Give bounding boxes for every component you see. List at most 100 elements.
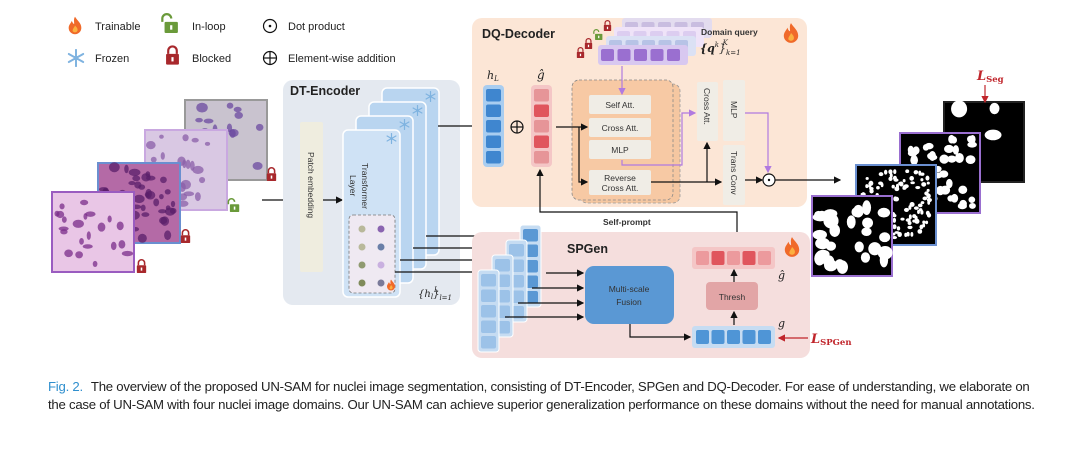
adapter-dot xyxy=(358,261,366,269)
cross-att-vertical-block xyxy=(697,82,718,141)
trans-conv-label: Trans Conv xyxy=(729,151,739,195)
encoder-title: DT-Encoder xyxy=(290,84,360,98)
feature-cell xyxy=(534,120,549,133)
mlp-vertical-block xyxy=(723,80,745,141)
unlocked-lock-icon xyxy=(161,13,179,33)
feature-cell xyxy=(486,151,501,164)
locked-lock-icon xyxy=(165,45,180,65)
architecture-diagram: Trainable In-loop Dot product Frozen Blo… xyxy=(51,13,1025,358)
snowflake-icon xyxy=(67,49,85,67)
g-label: g xyxy=(778,317,785,330)
legend-blocked: Blocked xyxy=(192,53,231,65)
reverse-label-2: Cross Att. xyxy=(602,183,639,193)
adapter-dot xyxy=(377,243,385,251)
legend-addition: Element-wise addition xyxy=(288,53,396,65)
cross-att-label: Cross Att. xyxy=(602,123,639,133)
reverse-label-1: Reverse xyxy=(604,173,636,183)
h-l-label: hL xyxy=(487,69,499,83)
cross-att-block xyxy=(589,118,651,137)
patch-embedding-label: Patch embedding xyxy=(306,152,316,218)
segmentation-mask xyxy=(811,195,893,277)
figure-caption: Fig. 2.The overview of the proposed UN-S… xyxy=(48,378,1038,414)
mlp-vertical-label: MLP xyxy=(729,101,739,119)
feature-cell xyxy=(696,251,709,265)
domain-adapter-box xyxy=(348,214,396,294)
g-features xyxy=(692,326,775,348)
spgen: SPGen Multi-scale Fusion Thresh ĝ g xyxy=(472,224,810,358)
feature-cell xyxy=(486,104,501,117)
self-att-label: Self Att. xyxy=(605,100,634,110)
locked-lock-icon xyxy=(136,259,147,273)
feature-cell xyxy=(534,89,549,102)
decoder-title: DQ-Decoder xyxy=(482,27,555,41)
feature-map xyxy=(477,269,500,353)
g-hat-features xyxy=(692,247,775,269)
g-hat-label: ĝ xyxy=(778,269,785,282)
encoder-features-label: {hl}l=1L xyxy=(418,286,452,302)
input-image xyxy=(51,191,135,273)
adapter-dot xyxy=(358,279,366,287)
g-hat-label: ĝ xyxy=(537,68,545,82)
legend-trainable: Trainable xyxy=(95,21,140,33)
unlocked-lock-icon xyxy=(227,198,240,212)
domain-query xyxy=(598,45,688,65)
transformer-label-2: Layer xyxy=(348,175,358,196)
legend-frozen: Frozen xyxy=(95,53,129,65)
mlp-block xyxy=(589,140,651,159)
spgen-loss-label: LSPGen xyxy=(810,332,852,348)
feature-cell xyxy=(711,330,725,344)
fusion-label-1: Multi-scale xyxy=(609,284,650,294)
feature-cell xyxy=(486,89,501,102)
dot-product-icon xyxy=(762,173,776,187)
domain-query-label: Domain query xyxy=(701,27,758,37)
fire-icon xyxy=(68,16,82,35)
adapter-dot xyxy=(377,261,385,269)
feature-cell xyxy=(486,135,501,148)
dt-encoder: DT-Encoder Patch embedding Transformer L… xyxy=(283,80,460,305)
adapter-dot xyxy=(377,279,385,287)
adapter-dot xyxy=(377,225,385,233)
addition-icon xyxy=(510,120,524,134)
legend-dot-product: Dot product xyxy=(288,21,345,33)
feature-cell xyxy=(758,251,771,265)
feature-cell xyxy=(696,330,709,344)
feature-cell xyxy=(727,251,740,265)
self-att-block xyxy=(589,95,651,114)
spgen-title: SPGen xyxy=(567,242,608,256)
caption-text: The overview of the proposed UN-SAM for … xyxy=(48,379,1035,412)
feature-cell xyxy=(534,151,549,164)
adapter-dot xyxy=(358,225,366,233)
feature-cell xyxy=(742,251,756,265)
locked-lock-icon xyxy=(180,229,191,243)
thresh-label: Thresh xyxy=(719,292,746,302)
h-l-features xyxy=(483,85,504,167)
transformer-label-1: Transformer xyxy=(360,163,370,209)
self-prompt-arrow xyxy=(536,168,738,246)
figure-label: Fig. 2. xyxy=(48,379,83,394)
query-set-label: {qk}k=1K xyxy=(700,39,741,57)
seg-loss-label: LSeg xyxy=(976,69,1004,85)
domain-queries xyxy=(598,18,712,65)
input-images xyxy=(51,99,268,273)
feature-cell xyxy=(727,330,740,344)
addition-icon xyxy=(262,50,278,66)
legend: Trainable In-loop Dot product Frozen Blo… xyxy=(67,13,396,67)
feature-cell xyxy=(742,330,756,344)
patch-embedding-block xyxy=(300,122,323,272)
mlp-label: MLP xyxy=(611,145,629,155)
feature-cell xyxy=(758,330,771,344)
fusion-label-2: Fusion xyxy=(616,297,642,307)
feature-cell xyxy=(486,120,501,133)
dq-decoder: DQ-Decoder Domain query {qk}k=1K hL ĝ Se… xyxy=(472,18,807,207)
locked-lock-icon xyxy=(266,167,277,181)
legend-in-loop: In-loop xyxy=(192,21,226,33)
cross-att-vertical-label: Cross Att. xyxy=(702,88,712,125)
adapter-dot xyxy=(358,243,366,251)
feature-cell xyxy=(534,135,549,148)
self-prompt-label: Self-prompt xyxy=(603,217,651,227)
g-hat-features xyxy=(531,85,552,167)
thresh-block xyxy=(706,282,758,310)
multi-scale-fusion-block xyxy=(585,266,674,324)
feature-cell xyxy=(534,104,549,117)
multi-scale-features xyxy=(477,224,542,353)
